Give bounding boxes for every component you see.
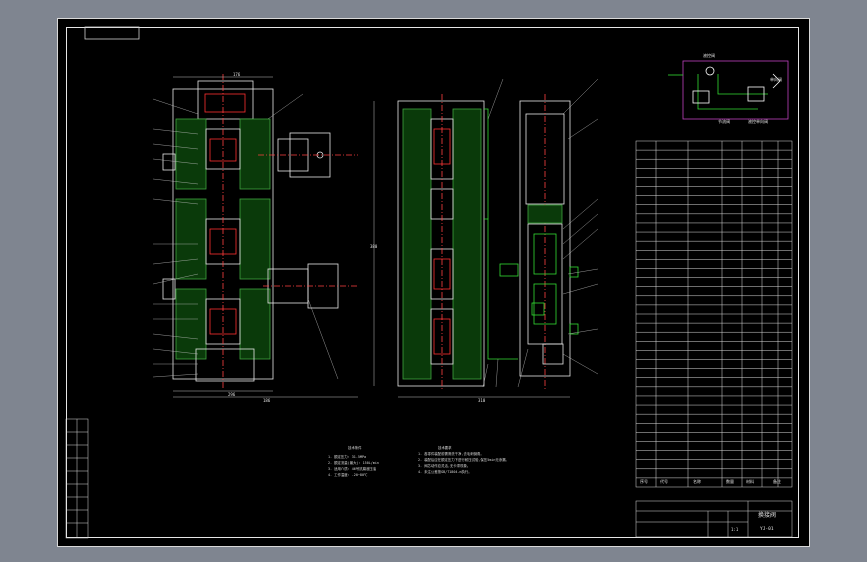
drawing-frame bbox=[66, 27, 799, 538]
tech-right-title: 技术要求 bbox=[438, 446, 452, 450]
schematic-label-4: 液控单向阀 bbox=[748, 119, 768, 124]
title-block bbox=[635, 500, 793, 538]
drawing-scale: 1:1 bbox=[731, 527, 739, 532]
dim-left-width: 176 bbox=[233, 72, 241, 77]
tech-left-1: 1. 额定压力: 31.5MPa bbox=[328, 455, 367, 459]
dim-left-bottom: 296 bbox=[228, 392, 236, 397]
dim-middle-height: 380 bbox=[370, 244, 378, 249]
hydraulic-schematic bbox=[668, 60, 789, 120]
tech-right-2: 2. 装配后应在额定压力下进行耐压试验,保压5min无渗漏。 bbox=[418, 458, 509, 462]
drawing-sheet: 176 296 186 380 310 液控阀 单向阀 节流阀 液控单向阀 技术… bbox=[57, 18, 810, 547]
schematic-label-1: 液控阀 bbox=[703, 53, 715, 58]
schematic-label-2: 单向阀 bbox=[770, 77, 782, 82]
tech-left-2: 2. 额定流量(最大): 150L/min bbox=[328, 461, 379, 465]
bom-col-material: 材料 bbox=[746, 479, 754, 484]
bom-col-qty: 数量 bbox=[726, 479, 734, 484]
dim-middle-width: 310 bbox=[478, 398, 486, 403]
dim-left-total: 186 bbox=[263, 398, 271, 403]
schematic-label-3: 节流阀 bbox=[718, 119, 730, 124]
tech-left-title: 技术条件 bbox=[348, 446, 362, 450]
bom-col-code: 代号 bbox=[660, 479, 668, 484]
bom-col-no: 序号 bbox=[640, 479, 648, 484]
tech-right-3: 3. 阀芯动作应灵活,无卡滞现象。 bbox=[418, 464, 471, 468]
tech-left-3: 3. 适用介质: 46号抗磨液压油 bbox=[328, 467, 377, 471]
bom-col-note: 备注 bbox=[773, 479, 781, 484]
bom-header: 序号 代号 名称 数量 材料 备注 bbox=[638, 477, 794, 487]
middle-section-view bbox=[373, 78, 599, 398]
drawing-number-box bbox=[84, 26, 140, 40]
revision-strip bbox=[65, 418, 89, 539]
drawing-title: 换接阀 bbox=[758, 512, 777, 519]
bill-of-materials bbox=[635, 140, 793, 488]
drawing-code: YJ-01 bbox=[760, 527, 774, 532]
tech-left-4: 4. 工作温度: -20~80℃ bbox=[328, 473, 368, 477]
tech-right-4: 4. 未注公差按GB/T1804-m执行。 bbox=[418, 470, 472, 474]
bom-col-name: 名称 bbox=[693, 479, 701, 484]
tech-right-1: 1. 各零件装配前需清洗干净,去毛刺倒角。 bbox=[418, 452, 484, 456]
left-section-view bbox=[152, 74, 358, 398]
cad-drawing bbox=[65, 26, 793, 539]
